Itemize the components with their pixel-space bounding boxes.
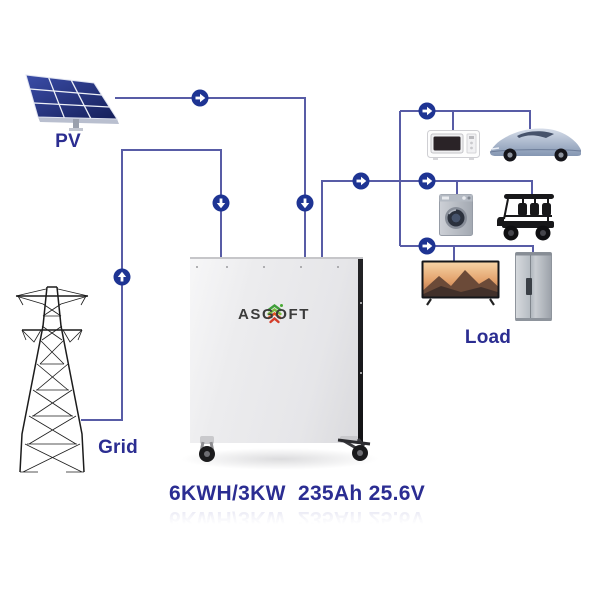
caster-wheel-icon [337,436,371,461]
screw-icon [196,266,198,268]
golf-cart-icon [497,194,554,241]
arrow-right-icon [352,172,370,190]
battery-shadow [180,448,380,470]
battery-brand-logo: ASGOFT [190,301,358,327]
screw-icon [263,266,265,268]
arrow-up-icon [113,268,131,286]
arrow-right-icon [418,237,436,255]
loads-branch-middle-line [400,180,533,197]
logo-o-accent [279,303,283,307]
battery-spec-reflection: 6KWH/3KW 235Ah 25.6V [168,507,426,530]
arrow-right-icon [191,89,209,107]
flow-arrow-badges [113,89,436,286]
electric-car-icon [489,128,582,162]
asgoft-logo-icon [266,304,282,324]
battery-side-trim [358,259,363,443]
screw-icon [337,266,339,268]
battery-spec-text: 6KWH/3KW 235Ah 25.6V [168,482,426,505]
arrow-down-icon [212,194,230,212]
television-icon [421,260,500,306]
washing-machine-icon [439,194,473,236]
battery-to-loads-trunk-line [321,180,400,257]
screw-icon [226,266,228,268]
pv-to-battery-flow-line [115,97,306,257]
refrigerator-icon [515,252,552,321]
loads-branch-bottom-line [400,245,534,254]
battery-unit: ASGOFT [190,257,363,443]
grid-label: Grid [98,437,138,458]
arrow-right-icon [418,172,436,190]
pv-panel-illustration [25,74,119,131]
arrow-down-icon [296,194,314,212]
load-label: Load [464,327,512,348]
loads-branch-top-line [400,110,531,129]
microwave-icon [427,130,480,160]
battery-brand-text: ASGOFT [237,303,311,323]
arrow-right-icon [418,102,436,120]
pv-label: PV [55,131,81,152]
grid-to-battery-flow-line [81,149,222,421]
screw-icon [300,266,302,268]
grid-tower-illustration [15,286,89,473]
battery-casters [199,436,371,462]
caster-wheel-icon [199,436,215,462]
